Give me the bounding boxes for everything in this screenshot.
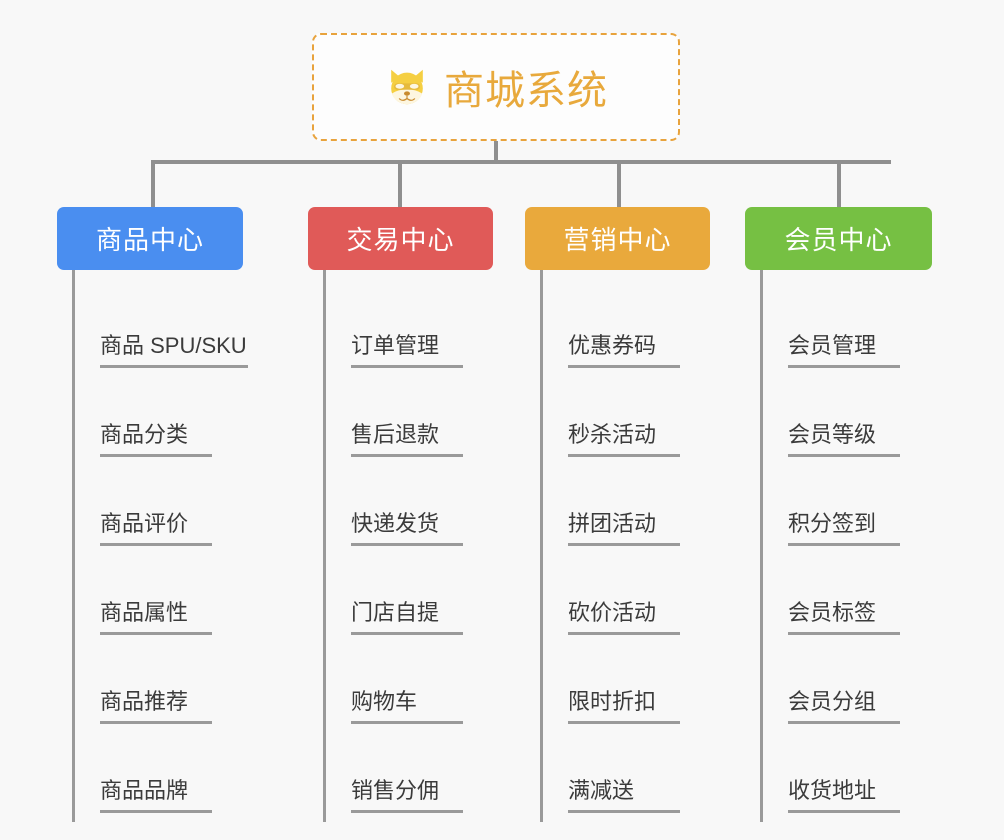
category-header-huiyuan[interactable]: 会员中心 [745, 207, 932, 270]
list-item[interactable]: 会员标签 [760, 546, 932, 635]
category-column-2: 交易中心 订单管理 售后退款 快递发货 门店自提 购物车 销售分佣 [308, 207, 493, 822]
list-item[interactable]: 商品分类 [72, 368, 297, 457]
leaf-label: 会员标签 [788, 600, 900, 635]
list-item[interactable]: 商品评价 [72, 457, 297, 546]
leaf-label: 限时折扣 [568, 689, 680, 724]
category-column-1: 商品中心 商品 SPU/SKU 商品分类 商品评价 商品属性 商品推荐 商品品牌 [57, 207, 297, 822]
leaf-label: 秒杀活动 [568, 422, 680, 457]
list-item[interactable]: 订单管理 [323, 279, 493, 368]
category-column-3: 营销中心 优惠券码 秒杀活动 拼团活动 砍价活动 限时折扣 满减送 [525, 207, 710, 822]
connector-drop-2 [398, 160, 402, 207]
leaf-label: 积分签到 [788, 511, 900, 546]
category-header-jiaoyi[interactable]: 交易中心 [308, 207, 493, 270]
category-header-label: 会员中心 [784, 225, 893, 255]
list-item[interactable]: 砍价活动 [540, 546, 710, 635]
root-title: 商城系统 [444, 69, 608, 113]
list-item[interactable]: 会员分组 [760, 635, 932, 724]
list-item[interactable]: 购物车 [323, 635, 493, 724]
list-item[interactable]: 商品 SPU/SKU [72, 279, 297, 368]
list-item[interactable]: 秒杀活动 [540, 368, 710, 457]
list-item[interactable]: 会员管理 [760, 279, 932, 368]
list-item[interactable]: 商品推荐 [72, 635, 297, 724]
leaf-label: 砍价活动 [568, 600, 680, 635]
connector-drop-3 [617, 160, 621, 207]
connector-drop-1 [151, 160, 155, 207]
list-item[interactable]: 门店自提 [323, 546, 493, 635]
category-header-label: 商品中心 [95, 225, 204, 255]
leaf-label: 会员管理 [788, 333, 900, 368]
category-header-label: 营销中心 [563, 225, 672, 255]
leaf-label: 订单管理 [351, 333, 463, 368]
leaf-label: 会员分组 [788, 689, 900, 724]
leaf-label: 商品评价 [100, 511, 212, 546]
leaf-label: 销售分佣 [351, 778, 463, 813]
list-item[interactable]: 收货地址 [760, 724, 932, 813]
category-header-label: 交易中心 [346, 225, 455, 255]
list-item[interactable]: 拼团活动 [540, 457, 710, 546]
leaf-label: 快递发货 [351, 511, 463, 546]
leaf-label: 优惠券码 [568, 333, 680, 368]
leaf-spine [72, 270, 75, 822]
leaf-label: 门店自提 [351, 600, 463, 635]
leaf-label: 商品分类 [100, 422, 212, 457]
list-item[interactable]: 售后退款 [323, 368, 493, 457]
leaf-label: 收货地址 [788, 778, 900, 813]
connector-drop-4 [837, 160, 841, 207]
leaf-label: 商品品牌 [100, 778, 212, 813]
leaf-spine [323, 270, 326, 822]
leaf-group-2: 订单管理 售后退款 快递发货 门店自提 购物车 销售分佣 [323, 270, 493, 822]
list-item[interactable]: 商品属性 [72, 546, 297, 635]
leaf-label: 商品属性 [100, 600, 212, 635]
leaf-label: 商品 SPU/SKU [100, 333, 248, 368]
category-header-shangpin[interactable]: 商品中心 [57, 207, 243, 270]
category-header-yingxiao[interactable]: 营销中心 [525, 207, 710, 270]
leaf-spine [540, 270, 543, 822]
category-column-4: 会员中心 会员管理 会员等级 积分签到 会员标签 会员分组 收货地址 [745, 207, 932, 822]
leaf-group-1: 商品 SPU/SKU 商品分类 商品评价 商品属性 商品推荐 商品品牌 [72, 270, 297, 822]
leaf-label: 拼团活动 [568, 511, 680, 546]
leaf-spine [760, 270, 763, 822]
connector-root-stem [494, 141, 498, 163]
list-item[interactable]: 满减送 [540, 724, 710, 813]
leaf-label: 售后退款 [351, 422, 463, 457]
connector-horizontal-bus [151, 160, 891, 164]
leaf-label: 商品推荐 [100, 689, 212, 724]
root-node[interactable]: 商城系统 [312, 33, 680, 141]
leaf-label: 会员等级 [788, 422, 900, 457]
list-item[interactable]: 商品品牌 [72, 724, 297, 813]
list-item[interactable]: 限时折扣 [540, 635, 710, 724]
leaf-group-3: 优惠券码 秒杀活动 拼团活动 砍价活动 限时折扣 满减送 [540, 270, 710, 822]
leaf-label: 满减送 [568, 778, 680, 813]
leaf-label: 购物车 [351, 689, 463, 724]
list-item[interactable]: 快递发货 [323, 457, 493, 546]
list-item[interactable]: 销售分佣 [323, 724, 493, 813]
list-item[interactable]: 会员等级 [760, 368, 932, 457]
list-item[interactable]: 积分签到 [760, 457, 932, 546]
list-item[interactable]: 优惠券码 [540, 279, 710, 368]
leaf-group-4: 会员管理 会员等级 积分签到 会员标签 会员分组 收货地址 [760, 270, 932, 822]
shiba-dog-emoji [384, 64, 430, 110]
